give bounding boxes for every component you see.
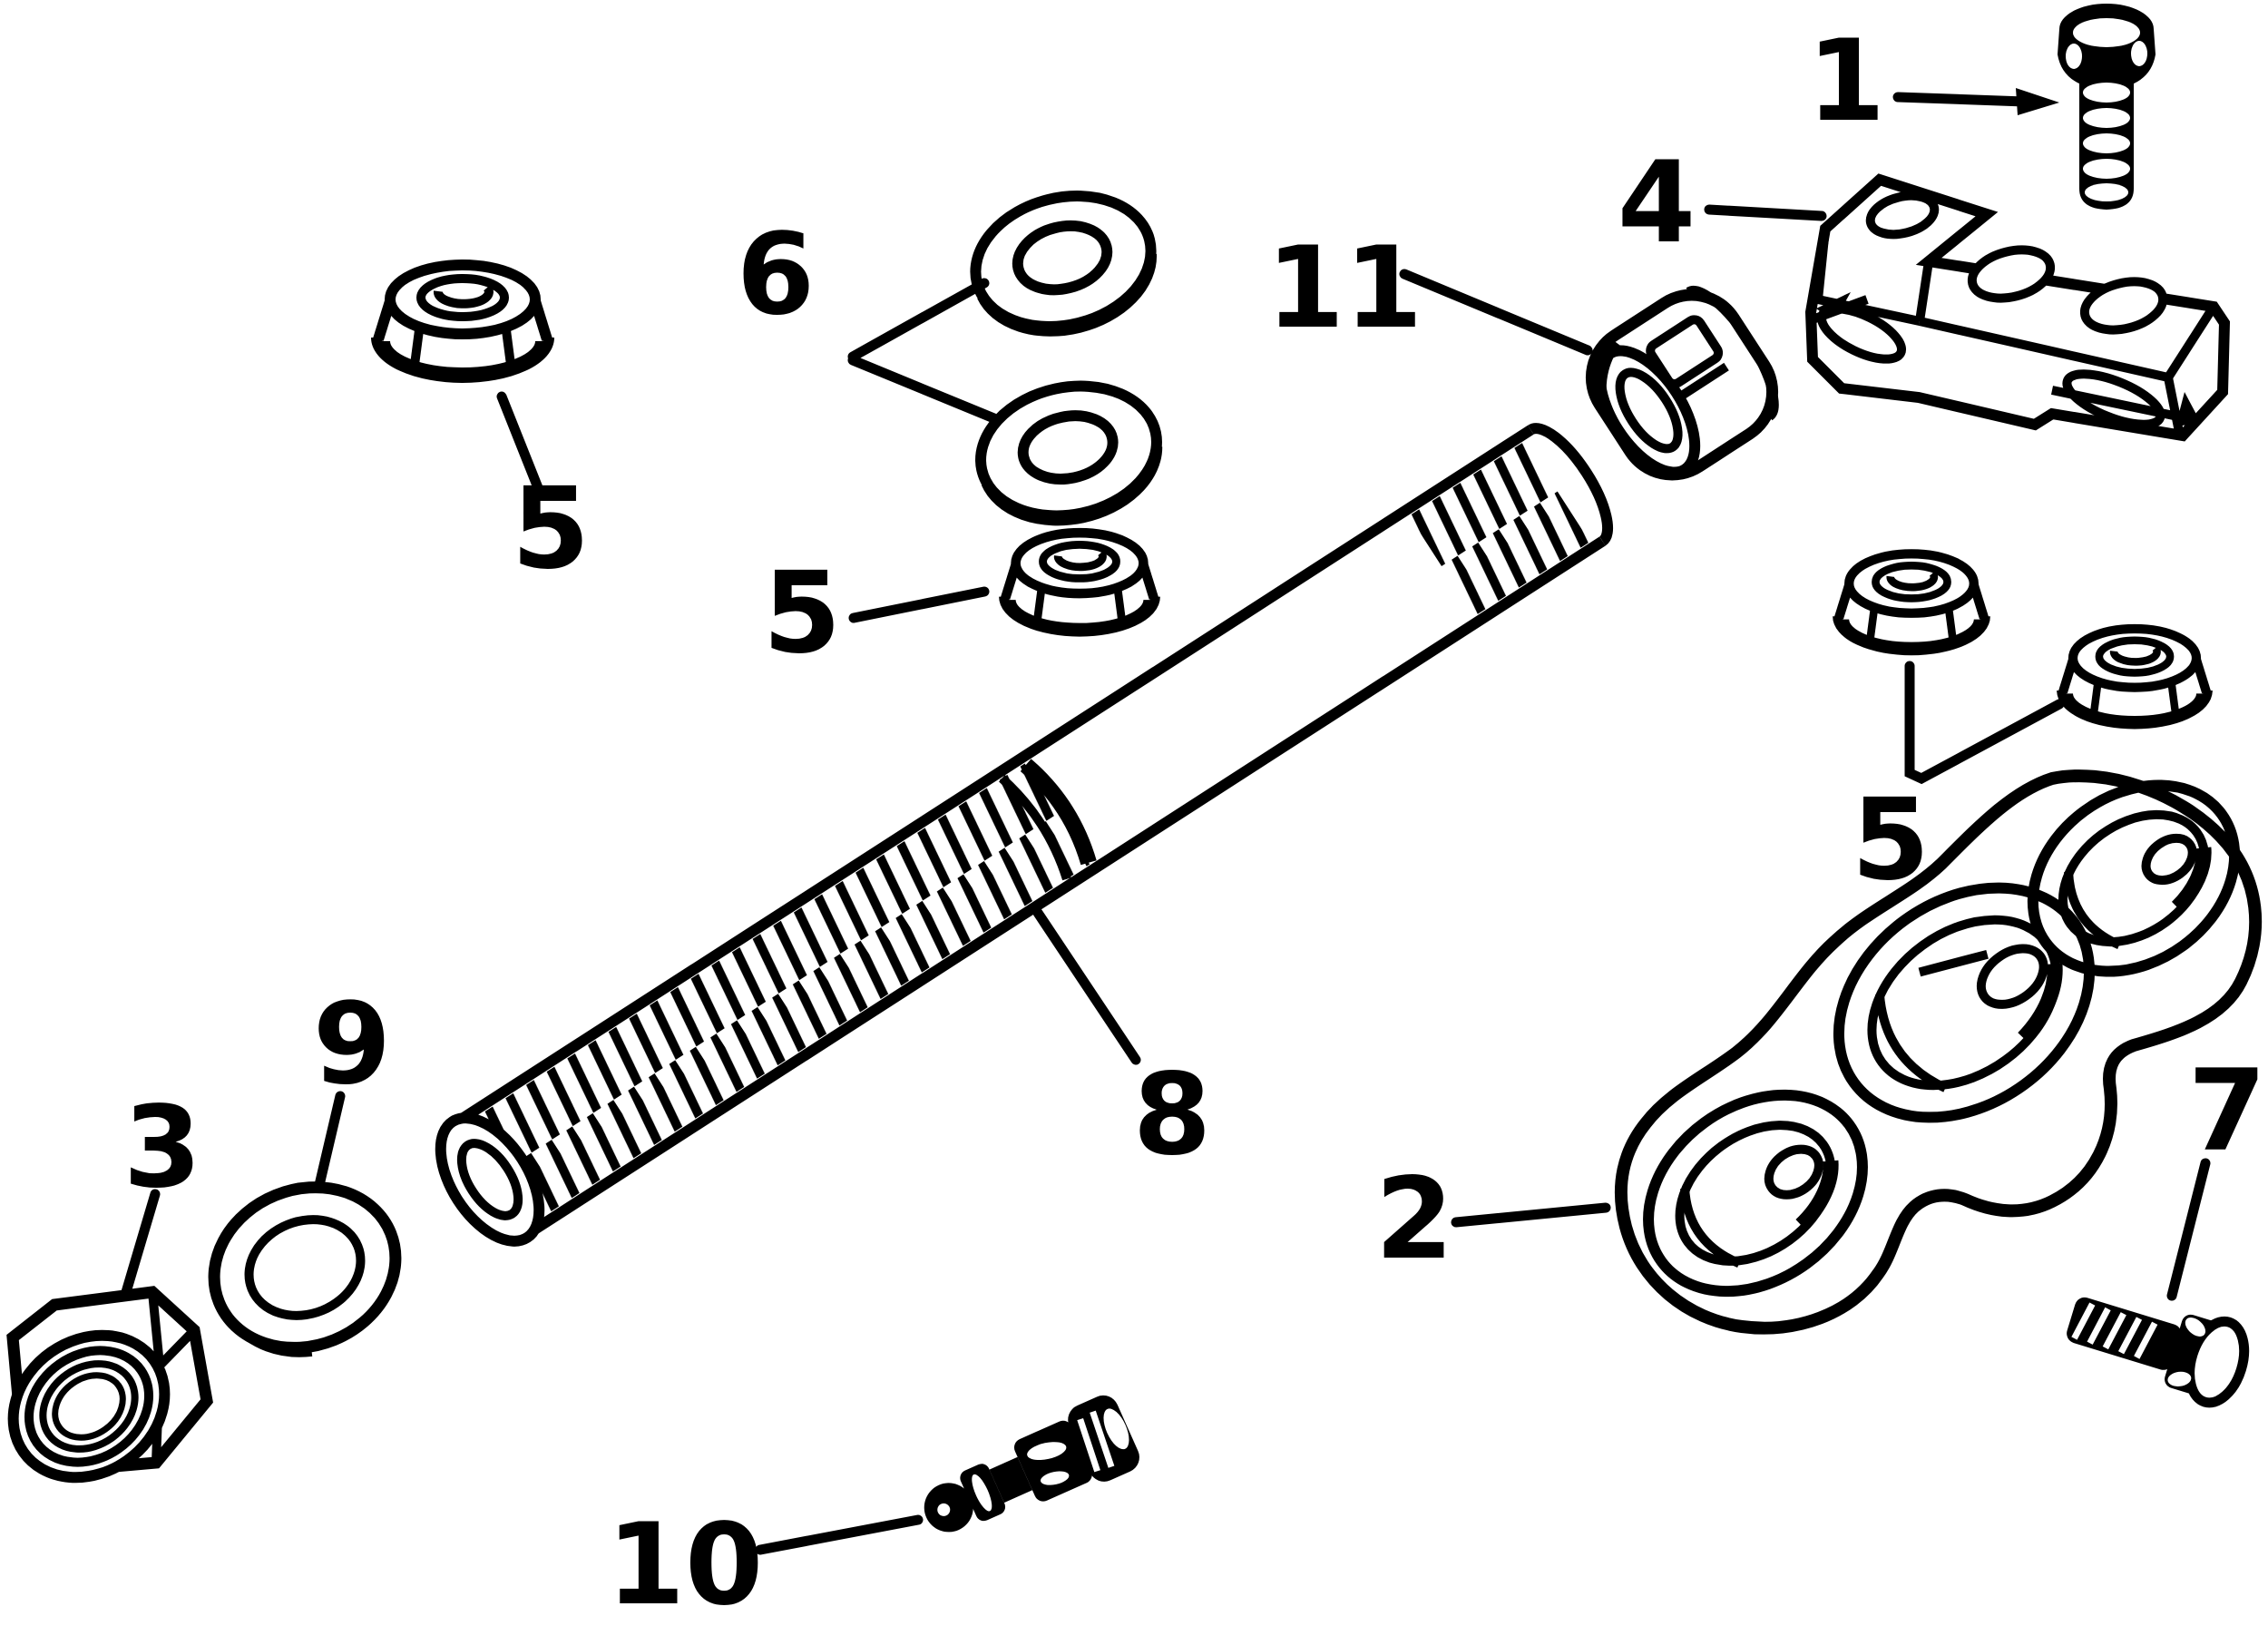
part-6-washer-lower: [969, 370, 1170, 537]
part-5-locknut-right-a: [1837, 553, 1985, 651]
leader-5a: [496, 391, 544, 495]
leader-5c: [1904, 661, 2065, 785]
leader-6-lower: [847, 355, 1002, 425]
part-8-threaded-tie-rod: [435, 423, 1614, 1247]
part-5-locknut-right-b: [2061, 629, 2208, 724]
callout-10: 10: [607, 1500, 764, 1626]
part-2-clamp-bracket-casting: [1615, 769, 2263, 1335]
leader-11: [1399, 269, 1593, 356]
leader-2: [1451, 1202, 1611, 1228]
callout-1: 1: [1807, 16, 1885, 147]
part-5-locknut-top-left: [376, 265, 549, 377]
part-4-steering-link-block: [1804, 173, 2231, 442]
part-5-locknut-middle: [1003, 533, 1155, 632]
leader-7: [2166, 1158, 2211, 1301]
callout-7: 7: [2188, 1046, 2266, 1177]
part-6-washer-upper: [962, 178, 1167, 349]
callout-labels: 1 2 3 4 5 5 5 6 7 8 9 10 11: [123, 16, 2266, 1626]
leader-3: [121, 1189, 161, 1298]
callout-9: 9: [313, 979, 391, 1110]
leader-5b: [848, 586, 990, 623]
leader-1: [1892, 92, 2030, 107]
leader-lines: [121, 88, 2211, 1555]
callout-3: 3: [123, 1082, 201, 1213]
part-11-rod-end-bushing: [1585, 286, 1779, 481]
leader-9: [314, 1091, 346, 1190]
callout-8: 8: [1133, 1050, 1211, 1180]
leader-6-upper: [847, 278, 990, 362]
part-10-grease-fitting: [924, 1395, 1139, 1533]
part-7-small-hex-bolt: [2067, 1297, 2250, 1408]
part-9-washer-ring: [208, 1181, 402, 1357]
callout-11: 11: [1266, 223, 1423, 354]
leader-8: [1032, 907, 1141, 1065]
callout-5c: 5: [1852, 775, 1930, 906]
leader-1-arrowhead: [2016, 88, 2059, 115]
part-3-large-hex-nut: [6, 1286, 213, 1484]
callout-5b: 5: [763, 548, 841, 679]
part-1-drilled-pivot-bolt: [2058, 4, 2156, 210]
leader-4: [1704, 204, 1827, 221]
callout-5a: 5: [512, 464, 590, 594]
callout-2: 2: [1375, 1154, 1453, 1285]
leader-10: [755, 1514, 924, 1555]
callout-4: 4: [1618, 138, 1696, 269]
callout-6: 6: [737, 210, 815, 340]
